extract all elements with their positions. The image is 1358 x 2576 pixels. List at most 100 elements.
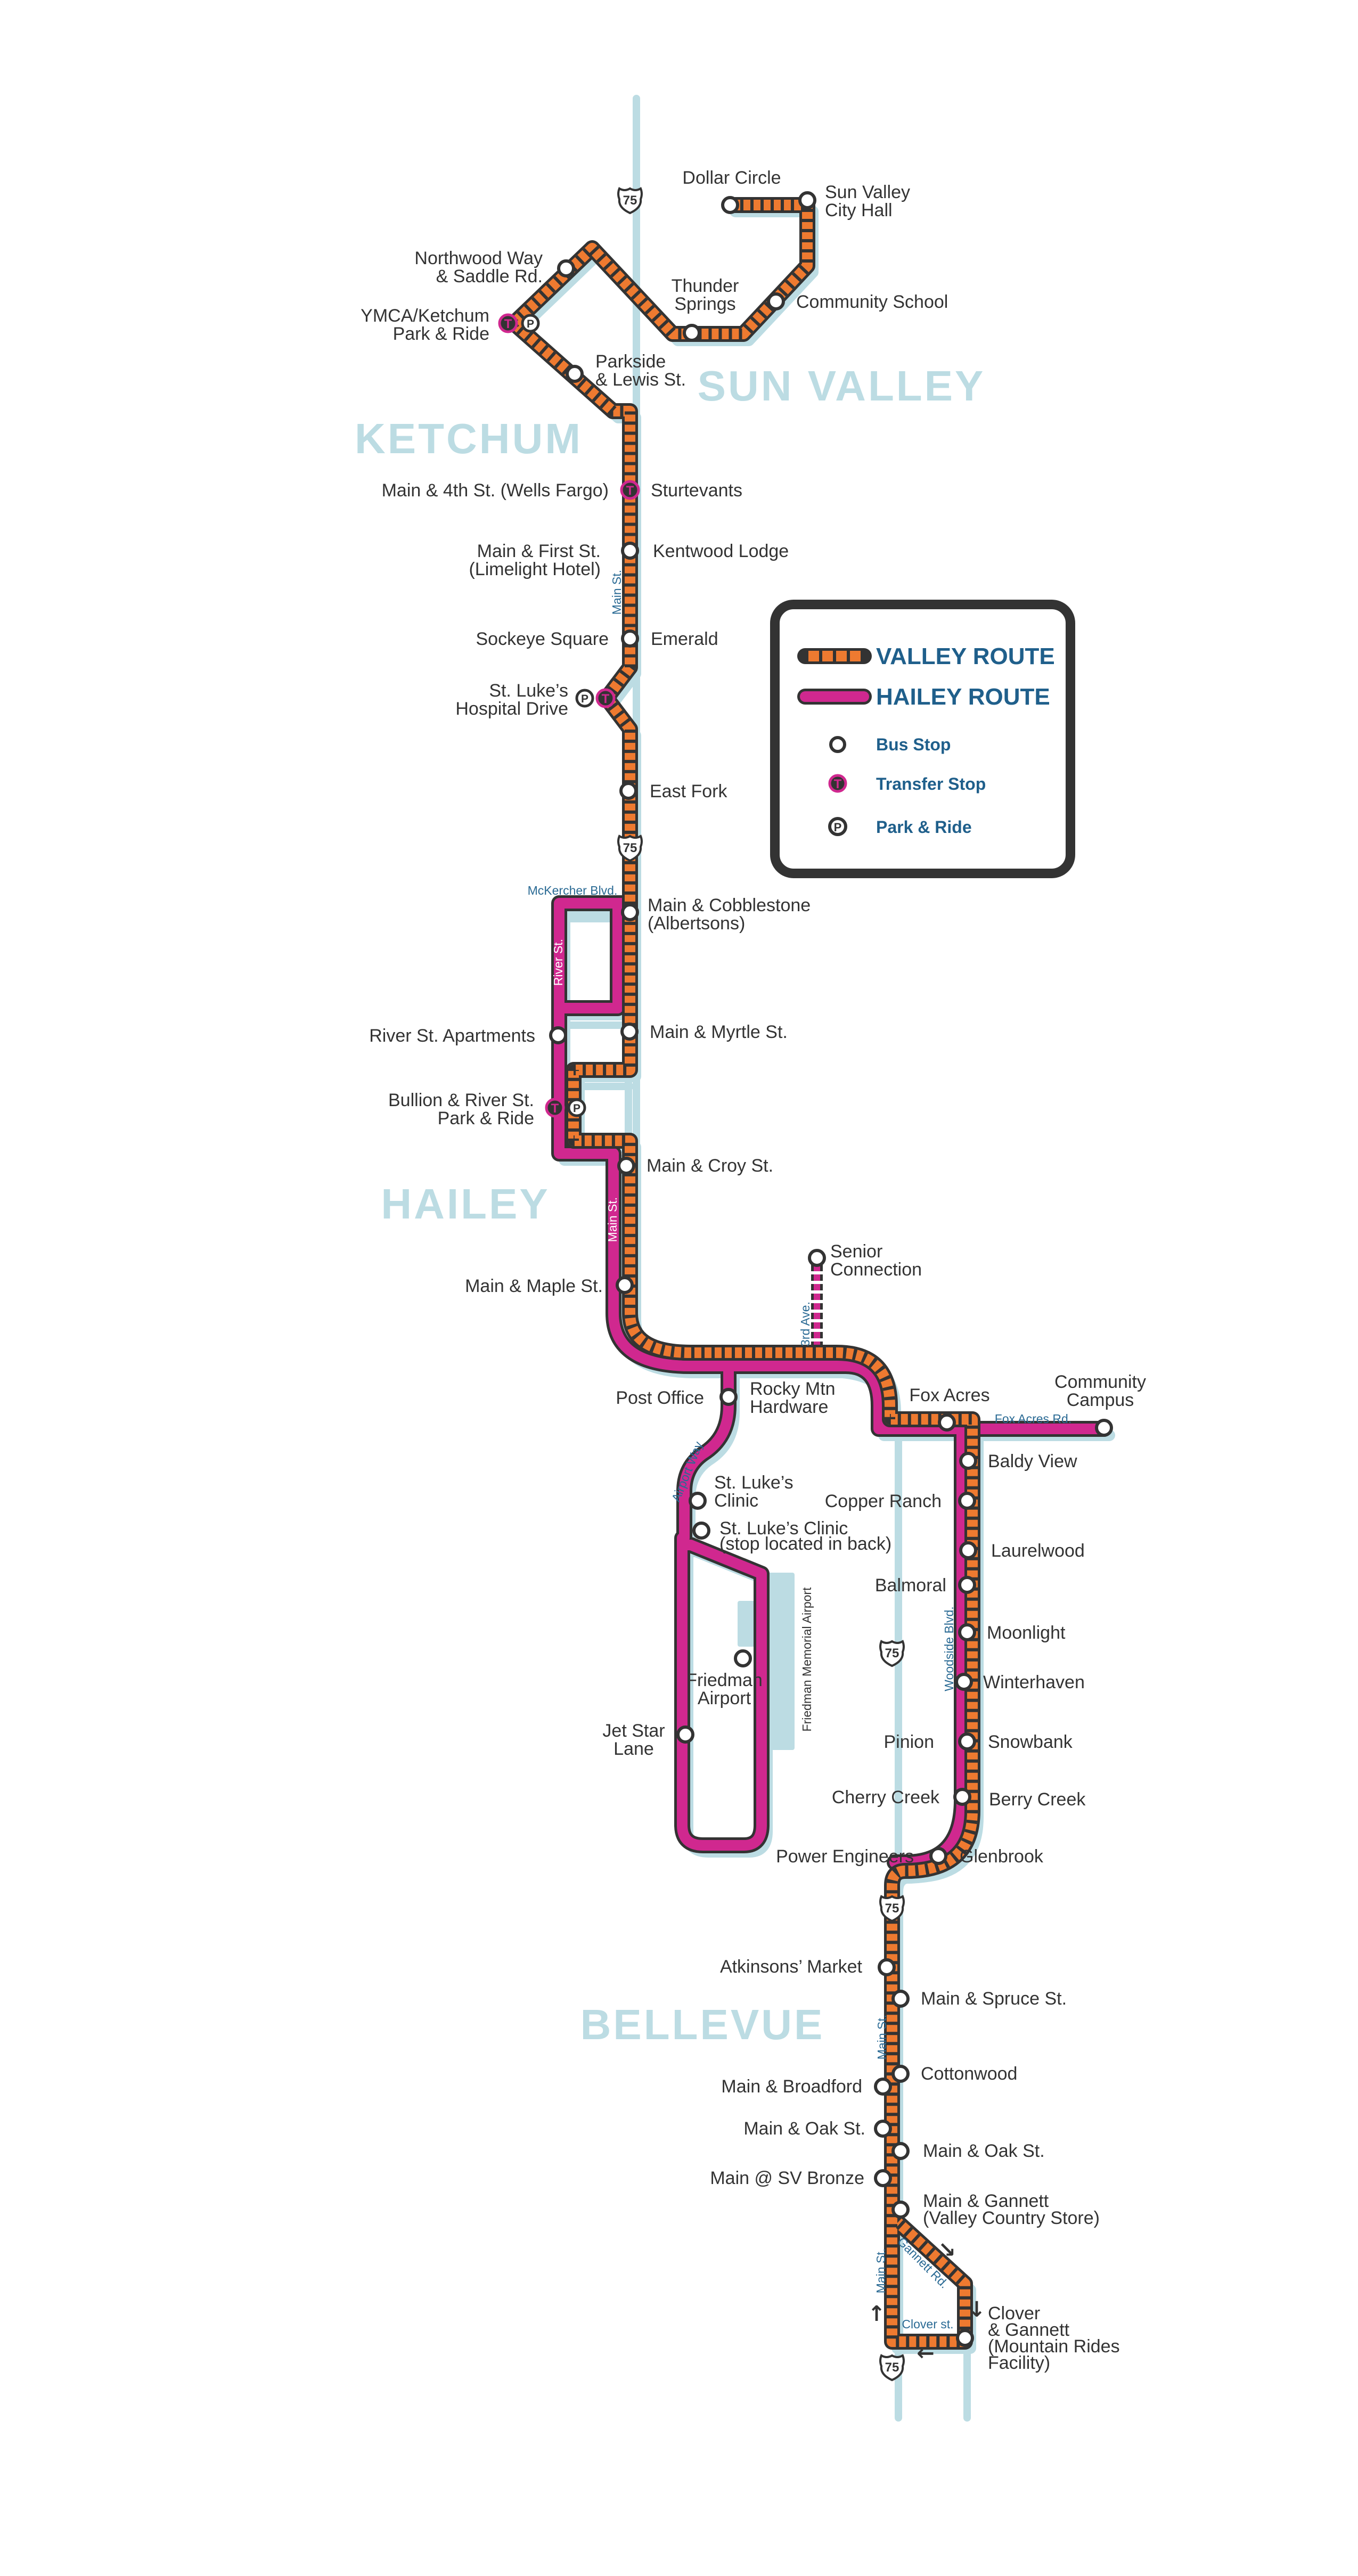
bus-stop-icon[interactable] [767,292,785,310]
park-ride-icon[interactable] [567,1098,586,1117]
bus-stop-icon[interactable] [891,2201,910,2219]
stop[interactable]: Balmoral [875,1575,976,1596]
stop[interactable]: Main @ SV Bronze [710,2168,892,2188]
stop[interactable]: Copper Ranch [825,1491,976,1511]
bus-stop-icon[interactable] [683,324,701,342]
bus-stop-icon[interactable] [938,1413,956,1432]
stop[interactable]: Pinion [883,1732,976,1752]
bus-stop-icon[interactable] [616,1276,634,1294]
stop[interactable]: River St. Apartments [369,1026,567,1046]
stop[interactable]: Main & Gannett(Valley Country Store) [891,2191,1100,2228]
transfer-stop-icon[interactable] [595,688,616,708]
stop[interactable]: Power Engineers [776,1846,947,1867]
stop[interactable]: Main & Oak St. [891,2141,1045,2161]
stop[interactable]: Northwood Way& Saddle Rd. [414,248,575,287]
bus-stop-icon[interactable] [878,1958,896,1976]
stop[interactable]: Kentwood Lodge [653,541,789,561]
bus-stop-icon[interactable] [891,2065,910,2083]
stop[interactable]: Berry Creek [989,1789,1086,1810]
stop[interactable]: Community School [767,292,948,312]
transfer-stop-icon[interactable] [498,313,518,333]
bus-stop-icon[interactable] [721,196,739,214]
stop[interactable]: Baldy View [959,1451,1077,1471]
stop[interactable]: Cherry Creek [832,1787,971,1808]
park-ride-icon[interactable] [575,689,594,708]
stop[interactable]: Main & Cobblestone(Albertsons) [621,895,811,934]
bus-stop-icon[interactable] [617,1157,635,1175]
bus-stop-icon[interactable] [734,1649,752,1667]
bus-stop-icon[interactable] [689,1492,707,1510]
bus-stop-icon[interactable] [557,259,575,277]
stop[interactable]: Post Office [616,1388,738,1408]
stop[interactable]: Sockeye Square [476,629,639,649]
bus-stop-icon[interactable] [549,1026,567,1044]
bus-stop-icon[interactable] [620,1023,639,1041]
stop[interactable]: Cottonwood [891,2064,1017,2084]
bus-stop-icon[interactable] [959,1452,977,1470]
stop[interactable]: Glenbrook [960,1846,1044,1867]
bus-stop-icon[interactable] [798,191,816,209]
stop[interactable]: Emerald [651,629,718,649]
stop[interactable]: Main & Spruce St. [891,1989,1067,2009]
stop[interactable]: Parkside& Lewis St. [566,351,686,390]
bus-stop-icon[interactable] [874,2169,892,2187]
stop-label-line: Moonlight [987,1623,1066,1643]
transfer-stop-icon[interactable] [620,480,640,500]
bus-stop-icon[interactable] [891,1990,910,2008]
stop[interactable]: Main & Oak St. [743,2119,892,2139]
stop[interactable]: Main & Myrtle St. [620,1022,788,1042]
bus-stop-icon[interactable] [929,1847,947,1865]
stop[interactable]: Moonlight [958,1623,1066,1643]
stop[interactable]: Snowbank [988,1732,1073,1752]
stop[interactable]: Main & Croy St. [617,1156,773,1176]
bus-stop-icon[interactable] [874,2078,892,2096]
stop[interactable]: Winterhaven [955,1672,1085,1692]
bus-stop-icon[interactable] [1095,1419,1113,1437]
bus-stop-icon[interactable] [692,1522,710,1540]
stop[interactable]: Main & Broadford [721,2076,892,2097]
bus-stop-icon[interactable] [959,1541,977,1559]
stop[interactable]: East Fork [619,781,727,802]
transfer-stop-icon[interactable] [545,1098,565,1118]
bus-stop-icon[interactable] [958,1732,976,1751]
stop[interactable]: Main & First St.(Limelight Hotel) [469,541,639,579]
stop[interactable]: Dollar Circle [682,168,781,214]
bus-stop-icon[interactable] [891,2142,910,2160]
park-ride-icon[interactable] [521,314,540,333]
stop[interactable]: St. Luke’s Clinic(stop located in back) [692,1518,891,1554]
bus-stop-icon[interactable] [621,542,639,560]
bus-stop-icon[interactable] [958,1623,976,1641]
bus-stop-icon[interactable] [956,2329,974,2347]
bus-stop-icon[interactable] [953,1788,971,1806]
bus-stop-icon[interactable] [958,1492,976,1510]
stop[interactable]: Fox Acres [909,1385,990,1432]
bus-stop-icon[interactable] [621,629,639,648]
stop[interactable]: Atkinsons’ Market [720,1957,896,1977]
bus-stop-icon[interactable] [719,1388,738,1406]
bus-stop-icon[interactable] [958,1576,976,1594]
bus-stop-icon[interactable] [955,1673,973,1691]
stop[interactable]: Main & Maple St. [465,1276,634,1296]
stop[interactable]: Sturtevants [651,480,742,501]
bus-stop-icon[interactable] [808,1249,826,1267]
bus-stop-icon[interactable] [676,1725,694,1744]
stop[interactable]: Laurelwood [959,1541,1085,1561]
bus-stop-icon[interactable] [874,2120,892,2138]
bus-stop-icon[interactable] [619,782,637,800]
bus-stop-icon[interactable] [621,903,639,921]
bus-stop-icon[interactable] [566,365,584,383]
